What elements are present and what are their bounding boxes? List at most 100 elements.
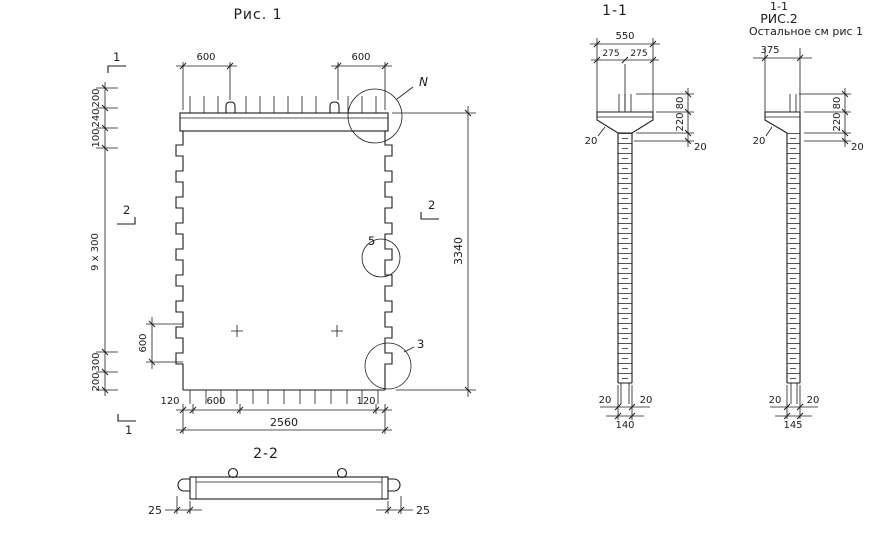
fig2-dim-20-bottom-right: 20 — [807, 395, 820, 406]
dim-2560: 2560 — [270, 416, 298, 429]
dim-20-right: 20 — [694, 142, 707, 153]
panel-outline — [175, 112, 393, 391]
fig1-top-dimensions: 600 600 — [176, 52, 392, 110]
s11-bottom-bars — [620, 383, 630, 404]
fig2-dim-145: 145 — [783, 420, 802, 431]
dim-120-right: 120 — [356, 396, 375, 407]
dim-600-top-left: 600 — [196, 52, 215, 63]
fig2-stem-segments — [787, 133, 800, 383]
fig2-top-dimensions: 375 — [753, 45, 812, 112]
detail-5-label: 5 — [368, 234, 375, 248]
fig1-left-dimensions: 200 240 100 9 x 300 300 200 600 — [90, 82, 183, 396]
dim-80: 80 — [675, 97, 686, 110]
dim-100: 100 — [91, 128, 102, 147]
figure-2-note: Остальное см рис 1 — [749, 25, 863, 38]
lifting-lugs — [225, 101, 340, 113]
s11-stem-segments — [618, 133, 632, 383]
dim-25-left: 25 — [148, 504, 162, 517]
top-extension-lines — [182, 62, 386, 110]
top-beam — [179, 112, 389, 132]
section-1-bottom-mark — [117, 414, 136, 422]
detail-n-leader — [396, 86, 414, 100]
s11-bottom-dimensions: 20 20 140 — [599, 385, 653, 431]
fig2-dim-20-lip: 20 — [753, 136, 766, 147]
dim-240: 240 — [91, 108, 102, 127]
detail-3-leader — [403, 346, 415, 353]
vert-600-extension-lines — [146, 323, 183, 363]
fig2-dim-20-bottom-left: 20 — [769, 395, 782, 406]
fig2-body — [764, 94, 801, 404]
detail-n-label: N — [419, 75, 428, 89]
section-2-left-label: 2 — [123, 203, 130, 217]
section-2-left-mark — [117, 217, 136, 225]
dim-20-lip: 20 — [585, 136, 598, 147]
dim-275-left: 275 — [602, 49, 619, 59]
fig2-bottom-dimensions: 20 20 145 — [769, 385, 820, 431]
dim-600-top-right: 600 — [351, 52, 370, 63]
section-1-bottom-label: 1 — [125, 423, 132, 437]
fig2-right-extension-lines — [799, 93, 851, 142]
section-1-top-label: 1 — [113, 50, 120, 64]
panel-left-toothed-edge — [175, 131, 184, 390]
dim-3340: 3340 — [452, 237, 465, 265]
dim-220: 220 — [675, 112, 686, 131]
dim-20-bottom-left: 20 — [599, 395, 612, 406]
bottom-rebar-ticks — [189, 390, 379, 404]
dim-550: 550 — [615, 31, 634, 42]
s11-bottom-extension-lines — [617, 385, 633, 420]
detail-circle-3 — [364, 342, 412, 390]
section-2-2-view: 2-2 25 25 — [148, 446, 430, 517]
fig2-bottom-bars — [790, 383, 798, 404]
fig1-right-dimension: 3340 — [392, 106, 476, 397]
s22-lug-left — [227, 467, 239, 479]
right-extension-lines — [392, 112, 476, 391]
figure-1-title: Рис. 1 — [233, 7, 282, 23]
top-rebar-ticks — [189, 96, 377, 113]
s22-dimensions: 25 25 — [148, 496, 430, 517]
fig2-dim-20-right: 20 — [851, 142, 864, 153]
fig2-dim-220: 220 — [832, 112, 843, 131]
dim-200-bottom: 200 — [91, 372, 102, 391]
detail-circle-n — [347, 88, 403, 144]
section-1-1-view: 1-1 550 275 275 80 220 20 20 — [585, 3, 707, 431]
s11-top-dimensions: 550 275 275 — [590, 31, 660, 112]
s11-lip-leader — [597, 126, 606, 137]
dim-120-left: 120 — [160, 396, 179, 407]
section-cut-marks: 1 1 2 2 — [107, 50, 439, 437]
dim-600-vertical: 600 — [138, 333, 149, 352]
s11-stem-outline — [617, 133, 633, 384]
dim-375: 375 — [760, 45, 779, 56]
s22-bar-outline — [189, 476, 389, 500]
panel-right-toothed-edge — [384, 131, 393, 390]
dim-200-top: 200 — [91, 88, 102, 107]
dim-140: 140 — [615, 420, 634, 431]
dim-300: 300 — [91, 352, 102, 371]
s11-flange — [596, 111, 654, 134]
detail-3-label: 3 — [417, 337, 424, 351]
figure-2-section-view: 1-1 РИС.2 Остальное см рис 1 375 80 220 … — [749, 0, 864, 431]
dim-20-bottom-right: 20 — [640, 395, 653, 406]
fig2-rebar-ticks — [789, 94, 797, 112]
section-2-right-label: 2 — [428, 198, 435, 212]
dim-600-bottom: 600 — [206, 396, 225, 407]
detail-circles: N 5 3 — [347, 75, 428, 390]
section-2-right-mark — [420, 212, 439, 220]
section-1-top-mark — [107, 65, 126, 73]
s11-right-extension-lines — [634, 93, 694, 142]
s22-end-caps — [195, 477, 383, 499]
figure-1-elevation: Рис. 1 N 5 3 1 1 — [90, 7, 476, 437]
s22-lug-right — [336, 467, 348, 479]
figure-2-title: РИС.2 — [760, 11, 798, 26]
s11-body — [596, 94, 654, 404]
s22-end-hooks — [177, 478, 401, 492]
s11-right-dimensions: 80 220 20 20 — [585, 88, 707, 153]
fig2-section-label: 1-1 — [770, 0, 788, 13]
fig2-bottom-extension-lines — [786, 385, 801, 419]
dim-25-right: 25 — [416, 504, 430, 517]
section-1-1-title: 1-1 — [602, 3, 628, 19]
fig2-dim-80: 80 — [832, 97, 843, 110]
fig2-right-dimensions: 80 220 20 20 — [753, 88, 864, 153]
s11-rebar-ticks — [618, 94, 632, 112]
